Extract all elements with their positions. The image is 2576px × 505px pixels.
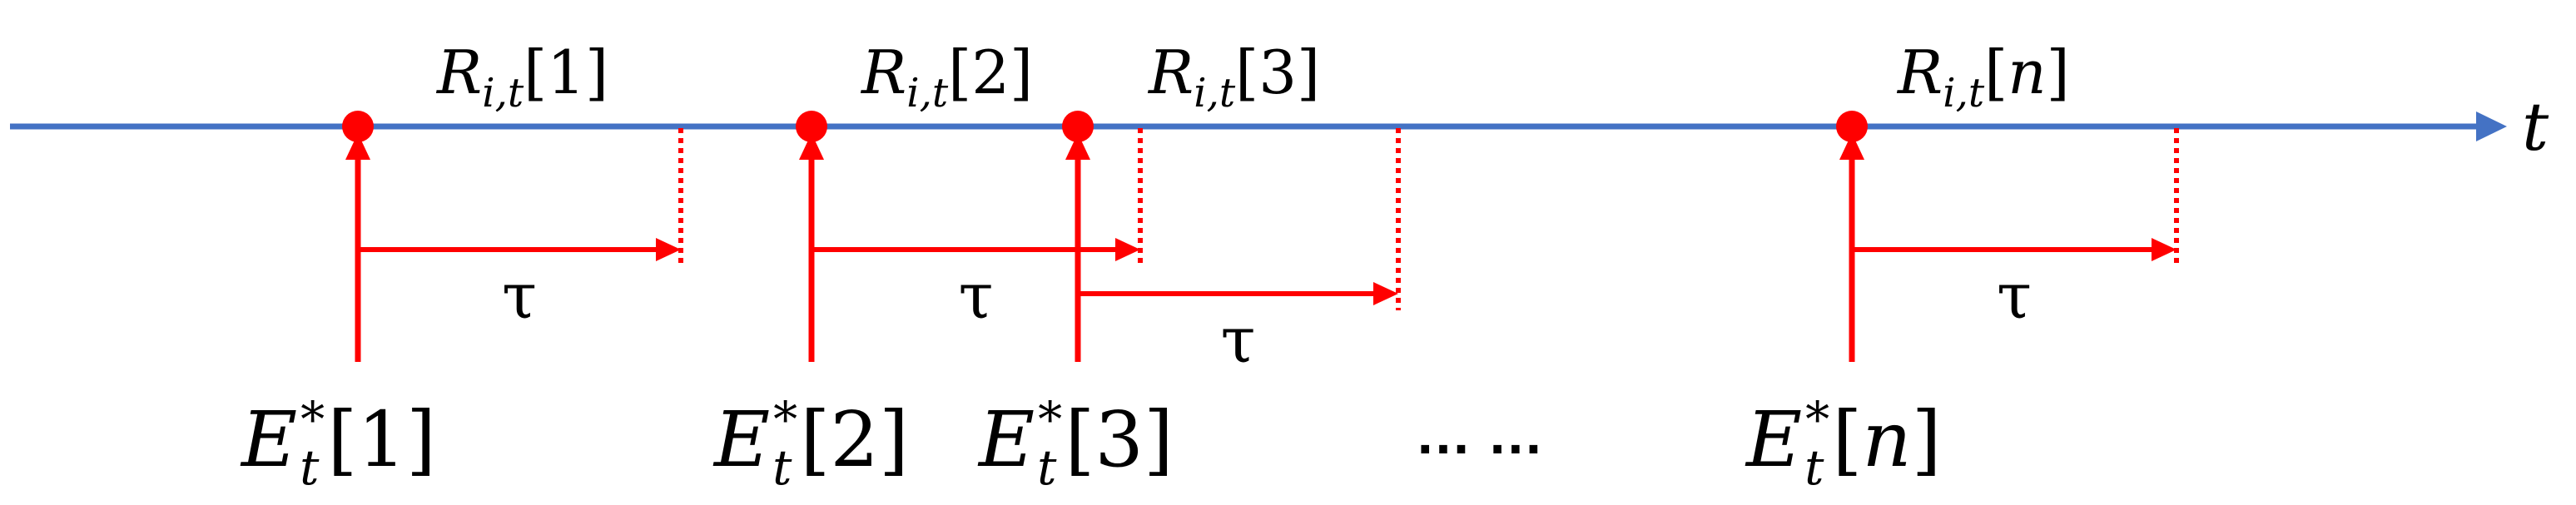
tau-arrowhead (1115, 238, 1140, 261)
event-dot (342, 111, 374, 142)
event-label: E*t[2] (712, 391, 909, 496)
response-window-label: Ri,t[3] (1147, 37, 1320, 116)
event-dot (1836, 111, 1868, 142)
event-arrowhead (1839, 133, 1864, 160)
tau-arrowhead (1373, 282, 1398, 305)
time-axis-arrowhead (2476, 111, 2507, 141)
event-arrowhead (1065, 133, 1090, 160)
tau-arrowhead (656, 238, 681, 261)
event-dot (796, 111, 827, 142)
event-label: E*t[1] (240, 391, 436, 496)
event-arrowhead (799, 133, 824, 160)
tau-label: τ (502, 259, 537, 333)
response-window-label: Ri,t[1] (435, 37, 608, 116)
tau-label: τ (958, 259, 993, 333)
event-3: τ Ri,t[3] E*t[3] (977, 37, 1401, 496)
response-window-label: Ri,t[n] (1896, 37, 2070, 116)
tau-arrowhead (2152, 238, 2176, 261)
event-label: E*t[3] (977, 391, 1174, 496)
event-arrowhead (345, 133, 370, 160)
event-dot (1062, 111, 1094, 142)
tau-label: τ (1220, 303, 1255, 377)
event-2: τ Ri,t[2] E*t[2] (712, 37, 1143, 496)
tau-label: τ (1997, 259, 2032, 333)
response-window-label: Ri,t[2] (860, 37, 1033, 116)
event-1: τ Ri,t[1] E*t[1] (240, 37, 683, 496)
ellipsis: … … (1415, 403, 1544, 466)
axis-label-t: t (2522, 88, 2549, 166)
event-4: τ Ri,t[n] E*t[n] (1745, 37, 2179, 496)
event-label: E*t[n] (1745, 391, 1942, 496)
